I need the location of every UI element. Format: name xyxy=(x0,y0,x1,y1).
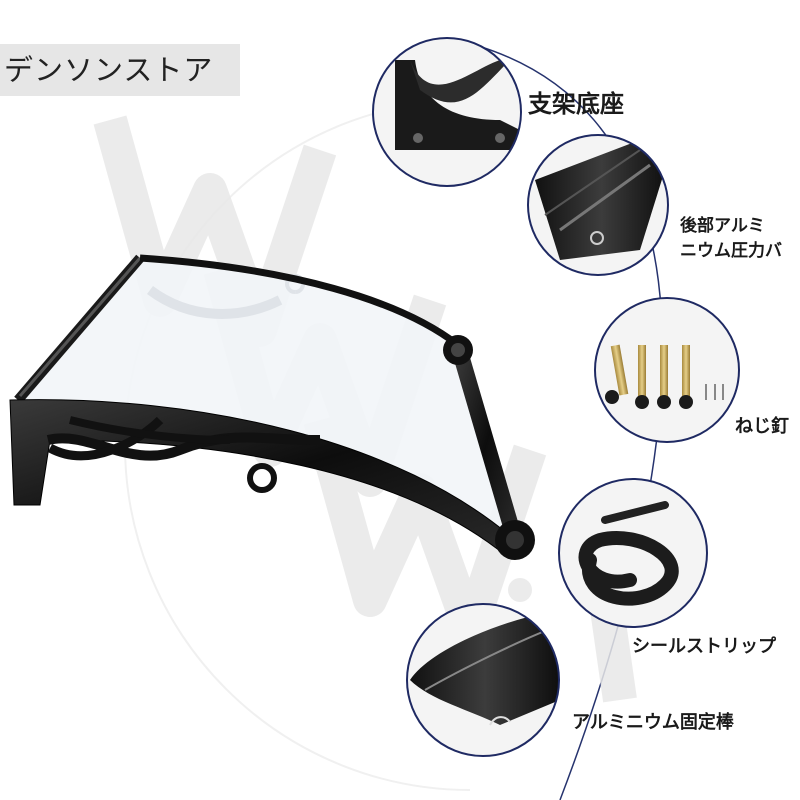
detail-rear-rail xyxy=(527,134,669,276)
detail-seal-strip xyxy=(558,478,708,628)
detail-aluminium-fixing xyxy=(406,603,560,757)
store-label: デンソンストア xyxy=(0,44,240,96)
detail-screws xyxy=(594,297,740,443)
label-bracket-base: 支架底座 xyxy=(528,90,624,118)
label-seal-strip: シールストリップ xyxy=(632,636,776,657)
detail-bracket-base xyxy=(372,37,522,187)
label-rear-rail: 後部アルミ ニウム圧力バ xyxy=(680,214,782,264)
label-screws: ねじ釘 xyxy=(735,416,789,437)
label-aluminium-fixing: アルミニウム固定棒 xyxy=(572,712,734,733)
label-rear-rail-line2: ニウム圧力バ xyxy=(680,241,782,261)
label-rear-rail-line1: 後部アルミ xyxy=(680,216,765,236)
polycarbonate-panel xyxy=(18,258,510,540)
canopy xyxy=(9,254,535,560)
